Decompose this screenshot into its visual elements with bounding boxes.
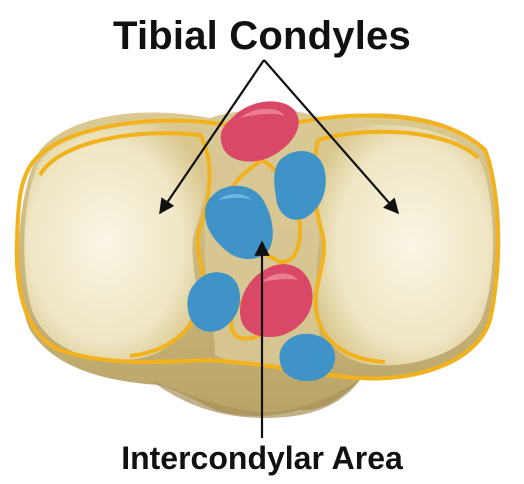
arrow-to-lateral-condyle: [263, 59, 400, 215]
posterior-red-region: [240, 264, 313, 337]
anterior-red-region: [220, 101, 299, 162]
posterior-shadow: [150, 380, 360, 418]
blue-region-lower-left: [187, 272, 240, 332]
medial-condyle-surface: [24, 123, 207, 360]
arrow-to-medial-condyle: [159, 59, 265, 215]
tibial-condyles-label: Tibial Condyles: [113, 14, 411, 58]
intercondylar-area-label: Intercondylar Area: [121, 440, 403, 476]
lateral-condyle-surface: [313, 124, 494, 366]
blue-region-upper-right: [274, 150, 326, 220]
blue-region-lower-right: [279, 333, 336, 382]
